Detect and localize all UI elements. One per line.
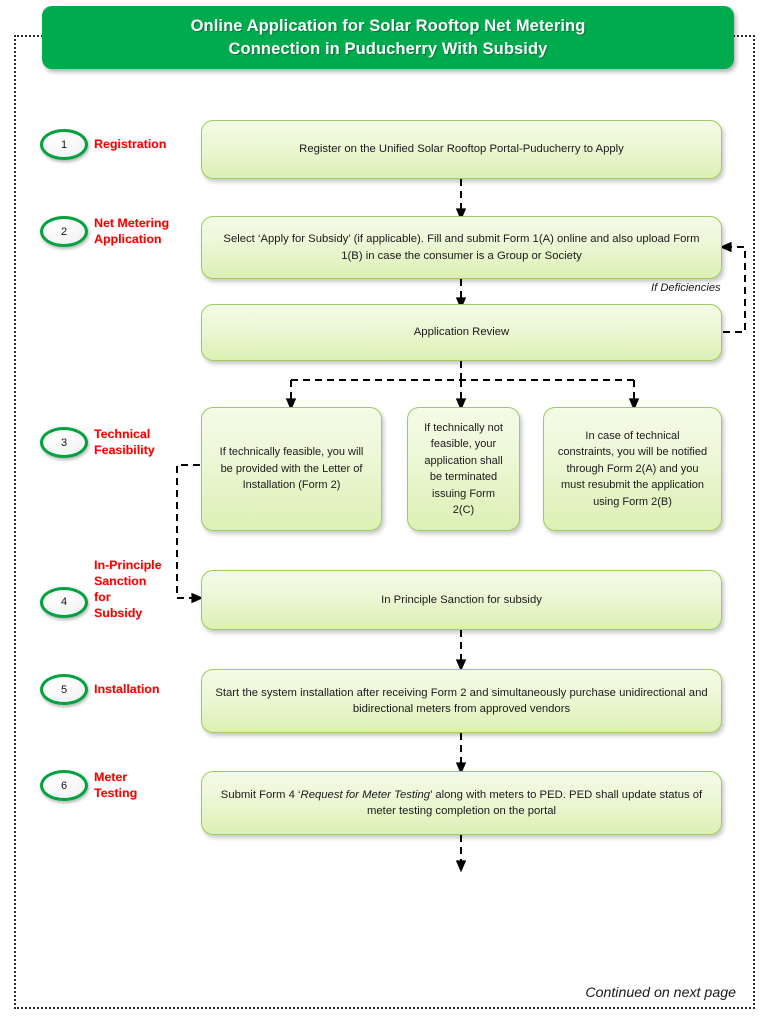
- connector-feasible-to-sanction: [176, 464, 204, 604]
- process-box-not-feasible-text: If technically not feasible, your applic…: [424, 421, 503, 517]
- page-title-line1: Online Application for Solar Rooftop Net…: [190, 17, 586, 36]
- step-marker-1: 1 Registration: [40, 129, 166, 160]
- process-box-review-text: Application Review: [413, 326, 510, 339]
- process-box-feasible: If technically feasible, you will be pro…: [201, 407, 382, 531]
- process-box-sanction: In Principle Sanction for subsidy: [201, 570, 722, 630]
- step-number-4: 4: [60, 596, 68, 609]
- step-label-3: Technical Feasibility: [94, 427, 155, 457]
- step-number-6: 6: [60, 779, 68, 792]
- step-label-4: In-Principle Sanction for Subsidy: [94, 558, 162, 620]
- page-title-line2: Connection in Puducherry With Subsidy: [228, 39, 548, 58]
- page-title: Online Application for Solar Rooftop Net…: [173, 15, 604, 60]
- step-label-5: Installation: [94, 681, 160, 696]
- process-box-register: Register on the Unified Solar Rooftop Po…: [201, 120, 722, 179]
- step-ellipse-3: 3: [40, 427, 88, 459]
- step-number-2: 2: [60, 225, 68, 238]
- step-marker-3: 3 Technical Feasibility: [40, 427, 155, 459]
- process-box-meter-testing-text: Submit Form 4 ‘Request for Meter Testing…: [214, 787, 709, 820]
- meter-testing-emphasis: Request for Meter Testing: [300, 788, 431, 801]
- step-label-2: Net Metering Application: [94, 216, 170, 246]
- step-number-5: 5: [60, 683, 68, 696]
- process-box-apply-text: Select ‘Apply for Subsidy’ (if applicabl…: [223, 233, 700, 262]
- annotation-if-deficiencies: If Deficiencies: [651, 282, 721, 294]
- connector-deficiency-loop: [719, 241, 746, 333]
- page-title-banner: Online Application for Solar Rooftop Net…: [42, 6, 734, 69]
- step-marker-5: 5 Installation: [40, 674, 159, 705]
- process-box-apply: Select ‘Apply for Subsidy’ (if applicabl…: [201, 216, 722, 279]
- footer-continued-note: Continued on next page: [585, 985, 736, 1001]
- process-box-review: Application Review: [201, 304, 722, 361]
- step-ellipse-6: 6: [40, 770, 88, 802]
- step-ellipse-2: 2: [40, 216, 88, 248]
- process-box-not-feasible: If technically not feasible, your applic…: [407, 407, 520, 531]
- process-box-installation-text: Start the system installation after rece…: [215, 686, 708, 715]
- process-box-meter-testing: Submit Form 4 ‘Request for Meter Testing…: [201, 771, 722, 835]
- step-number-1: 1: [60, 138, 68, 151]
- process-box-installation: Start the system installation after rece…: [201, 669, 722, 733]
- process-box-sanction-text: In Principle Sanction for subsidy: [381, 593, 542, 606]
- step-ellipse-1: 1: [40, 129, 88, 160]
- step-ellipse-5: 5: [40, 674, 88, 705]
- process-box-technical-constraints-text: In case of technical constraints, you wi…: [557, 429, 708, 508]
- process-box-technical-constraints: In case of technical constraints, you wi…: [543, 407, 722, 531]
- step-label-6: Meter Testing: [94, 770, 138, 800]
- step-marker-6: 6 Meter Testing: [40, 770, 137, 802]
- meter-testing-pre: Submit Form 4 ‘: [220, 788, 301, 801]
- step-label-1: Registration: [94, 136, 167, 151]
- step-marker-4: 4 In-Principle Sanction for Subsidy: [40, 558, 161, 622]
- step-number-3: 3: [60, 436, 68, 449]
- step-marker-2: 2 Net Metering Application: [40, 216, 169, 248]
- process-box-register-text: Register on the Unified Solar Rooftop Po…: [299, 143, 624, 156]
- meter-testing-post: ’ along with meters to PED. PED shall up…: [366, 788, 703, 817]
- step-ellipse-4: 4: [40, 586, 88, 618]
- process-box-feasible-text: If technically feasible, you will be pro…: [219, 446, 364, 492]
